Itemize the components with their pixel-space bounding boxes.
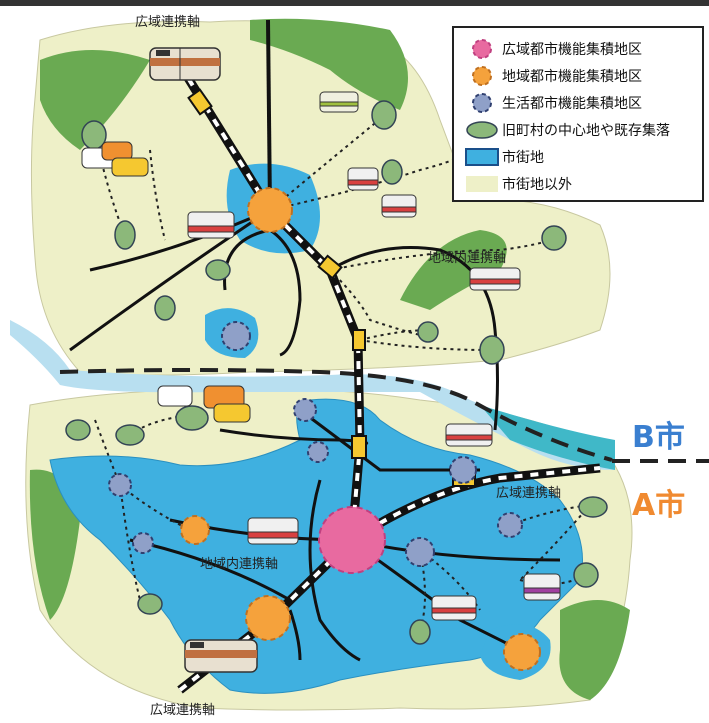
forest-southwest <box>29 469 80 620</box>
legend-item-regional-hub: 地域都市機能集積地区 <box>462 62 698 89</box>
legend-item-non-urban: 市街地以外 <box>462 170 698 197</box>
train-icon-top <box>149 47 221 81</box>
regional-axis-label-north: 地域内連携軸 <box>428 250 506 266</box>
legend-item-urban: 市街地 <box>462 143 698 170</box>
wide-axis-label-right: 広域連携軸 <box>496 485 561 501</box>
regional-axis-label-south: 地域内連携軸 <box>200 556 278 572</box>
legend-item-village: 旧町村の中心地や既存集落 <box>462 116 698 143</box>
wide-area-hub-south <box>318 506 386 574</box>
car-icons <box>81 141 251 423</box>
regional-hubs <box>180 187 541 671</box>
blue-dashed-circle-icon <box>462 91 502 115</box>
train-icon-bottom <box>184 639 258 673</box>
forest-north <box>250 18 408 110</box>
legend-label: 市街地 <box>502 149 544 166</box>
city-boundary <box>59 368 613 462</box>
legend-label: 地域都市機能集積地区 <box>502 68 642 85</box>
legend: 広域都市機能集積地区 地域都市機能集積地区 生活都市機能集積地区 旧町村の中心地… <box>452 26 704 202</box>
legend-label: 市街地以外 <box>502 176 572 193</box>
blue-rect-icon <box>462 147 502 167</box>
city-b-label: B市 <box>632 420 685 455</box>
forest-east <box>400 230 507 310</box>
pink-dashed-circle-icon <box>462 37 502 61</box>
forest-southeast <box>559 600 630 700</box>
forest-northwest <box>40 50 150 150</box>
bus-icons <box>187 91 561 621</box>
legend-label: 生活都市機能集積地区 <box>502 95 642 112</box>
wide-axis-label-top: 広域連携軸 <box>135 14 200 30</box>
legend-label: 旧町村の中心地や既存集落 <box>502 122 670 139</box>
life-hubs <box>108 321 523 567</box>
village-clusters <box>65 100 608 645</box>
top-border <box>0 0 709 6</box>
cream-rect-icon <box>462 174 502 194</box>
green-ellipse-icon <box>462 120 502 140</box>
legend-item-life-hub: 生活都市機能集積地区 <box>462 89 698 116</box>
wide-axis-label-bottom: 広域連携軸 <box>150 702 215 718</box>
city-a-label: A市 <box>632 488 686 523</box>
orange-dashed-circle-icon <box>462 64 502 88</box>
legend-label: 広域都市機能集積地区 <box>502 41 642 58</box>
legend-item-wide-area-hub: 広域都市機能集積地区 <box>462 35 698 62</box>
